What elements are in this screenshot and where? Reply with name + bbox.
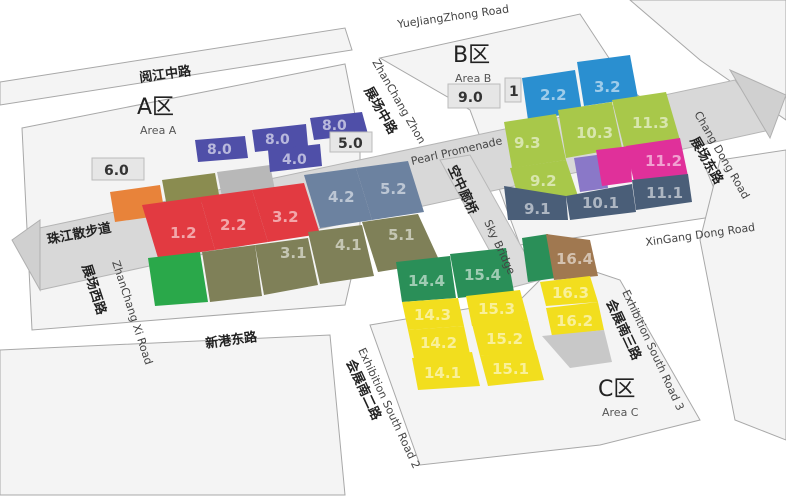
hall-b-9-1[interactable]	[504, 186, 568, 220]
hall-3-3[interactable]	[255, 238, 318, 295]
area-titles: A区 Area A B区 Area B C区 Area C	[137, 43, 639, 419]
hall-4-0[interactable]	[268, 144, 322, 172]
hall-b-2-2[interactable]	[522, 70, 582, 120]
hall-8-0-a[interactable]	[195, 136, 248, 162]
hall-5-3[interactable]	[362, 214, 440, 272]
hall-label: 3.2	[272, 208, 299, 226]
hall-b-11-1[interactable]	[632, 174, 692, 210]
tag-8-0-a: 8.0	[207, 142, 232, 158]
hall-label: 16.2	[556, 312, 593, 330]
hall-label: 3.1	[280, 244, 307, 262]
level-tags: 6.0 8.0 8.0 8.0 4.0 5.0 9.0 1	[91, 77, 522, 181]
area-b-title: B区	[453, 43, 490, 68]
hall-label: 3.2	[594, 78, 621, 96]
hall-5-2[interactable]	[356, 161, 424, 220]
hall-2-3[interactable]	[202, 245, 262, 302]
tag-8-0-c: 8.0	[322, 118, 347, 134]
hall-c-15-1[interactable]	[480, 350, 544, 386]
block-south-west	[0, 334, 346, 496]
hall-c-16-1[interactable]	[542, 330, 612, 368]
hall-c-14-2[interactable]	[408, 326, 470, 358]
hall-label: 10.3	[576, 124, 613, 142]
area-b-subtitle: Area B	[455, 72, 491, 85]
hall-1-3[interactable]	[148, 252, 208, 306]
hall-label: 2.2	[220, 216, 247, 234]
hall-label: 15.2	[486, 330, 523, 348]
tag-6-0: 6.0	[104, 163, 129, 179]
tag-4-0: 4.0	[282, 152, 307, 168]
road-yuejiang-cn: 阅江中路	[138, 63, 193, 86]
area-c-halls	[396, 234, 612, 390]
hall-label: 5.2	[380, 180, 407, 198]
hall-c-14-3[interactable]	[402, 298, 464, 330]
area-a-title: A区	[137, 95, 174, 120]
hall-label: 11.2	[645, 152, 682, 170]
promenade-west-arrow	[11, 219, 41, 292]
hall-label: 14.1	[424, 364, 461, 382]
hall-label: 16.4	[556, 250, 593, 268]
hall-label: 14.3	[414, 306, 451, 324]
hall-b-10-3[interactable]	[558, 102, 622, 158]
promenade-east-arrow	[728, 68, 786, 140]
hall-label: 4.2	[328, 188, 355, 206]
hall-2-2[interactable]	[200, 190, 268, 250]
tag-1: 1	[509, 84, 519, 100]
block-east	[699, 149, 786, 441]
area-b-halls	[504, 55, 692, 220]
tag-9-0: 9.0	[458, 90, 483, 106]
hall-b-11-2b[interactable]	[626, 138, 688, 182]
hall-label: 2.2	[540, 86, 567, 104]
hall-4-3[interactable]	[308, 225, 374, 284]
hall-label: 14.2	[420, 334, 457, 352]
hall-labels: 1.2 2.2 3.2 4.2 5.2 3.1 4.1 5.1 2.2 3.2 …	[170, 78, 683, 382]
hall-label: 11.1	[646, 184, 683, 202]
hall-label: 15.4	[464, 266, 501, 284]
hall-c-15-4[interactable]	[450, 248, 514, 298]
hall-c-14-1[interactable]	[412, 352, 480, 390]
hall-c-15-2[interactable]	[472, 320, 536, 356]
tag-5-0: 5.0	[338, 136, 363, 152]
area-a-subtitle: Area A	[140, 124, 177, 137]
road-yuejiang-en: YueJiangZhong Road	[396, 2, 510, 31]
hall-c-16-4b[interactable]	[546, 234, 598, 280]
area-c-subtitle: Area C	[602, 406, 639, 419]
hall-label: 15.1	[492, 360, 529, 378]
hall-label: 14.4	[408, 272, 445, 290]
hall-label: 10.1	[582, 194, 619, 212]
hall-4-2[interactable]	[304, 168, 372, 228]
hall-label: 4.1	[335, 236, 362, 254]
hall-label: 1.2	[170, 224, 197, 242]
hall-c-14-4[interactable]	[396, 256, 456, 302]
area-a-halls	[110, 112, 440, 306]
hall-label: 15.3	[478, 300, 515, 318]
hall-label: 9.2	[530, 172, 557, 190]
block-north-left	[0, 27, 353, 106]
hall-label: 11.3	[632, 114, 669, 132]
area-c-title: C区	[598, 377, 635, 402]
hall-b-9-3[interactable]	[504, 114, 566, 168]
hall-label: 9.1	[524, 200, 551, 218]
hall-label: 16.3	[552, 284, 589, 302]
hall-3-2[interactable]	[252, 183, 320, 242]
hall-label: 5.1	[388, 226, 415, 244]
hall-c-16-4a[interactable]	[522, 234, 556, 282]
hall-b-3-2[interactable]	[577, 55, 638, 106]
tag-9-0-bg	[447, 83, 501, 109]
tag-6-0-bg	[91, 157, 145, 181]
road-xingang-dong-cn: 新港东路	[204, 329, 259, 352]
tag-1-bg	[504, 77, 522, 103]
hall-b-10-1[interactable]	[566, 184, 636, 220]
hall-b-11-3[interactable]	[612, 92, 680, 148]
hall-c-16-2[interactable]	[546, 302, 604, 336]
hall-1-2[interactable]	[142, 197, 215, 258]
hall-b-11-2a[interactable]	[596, 146, 632, 186]
hall-label: 9.3	[514, 134, 541, 152]
hall-c-15-3[interactable]	[466, 290, 528, 326]
tag-5-0-bg	[329, 131, 373, 153]
hall-8-0-b[interactable]	[252, 124, 308, 152]
tag-8-0-b: 8.0	[265, 132, 290, 148]
hall-c-16-3[interactable]	[540, 276, 598, 306]
